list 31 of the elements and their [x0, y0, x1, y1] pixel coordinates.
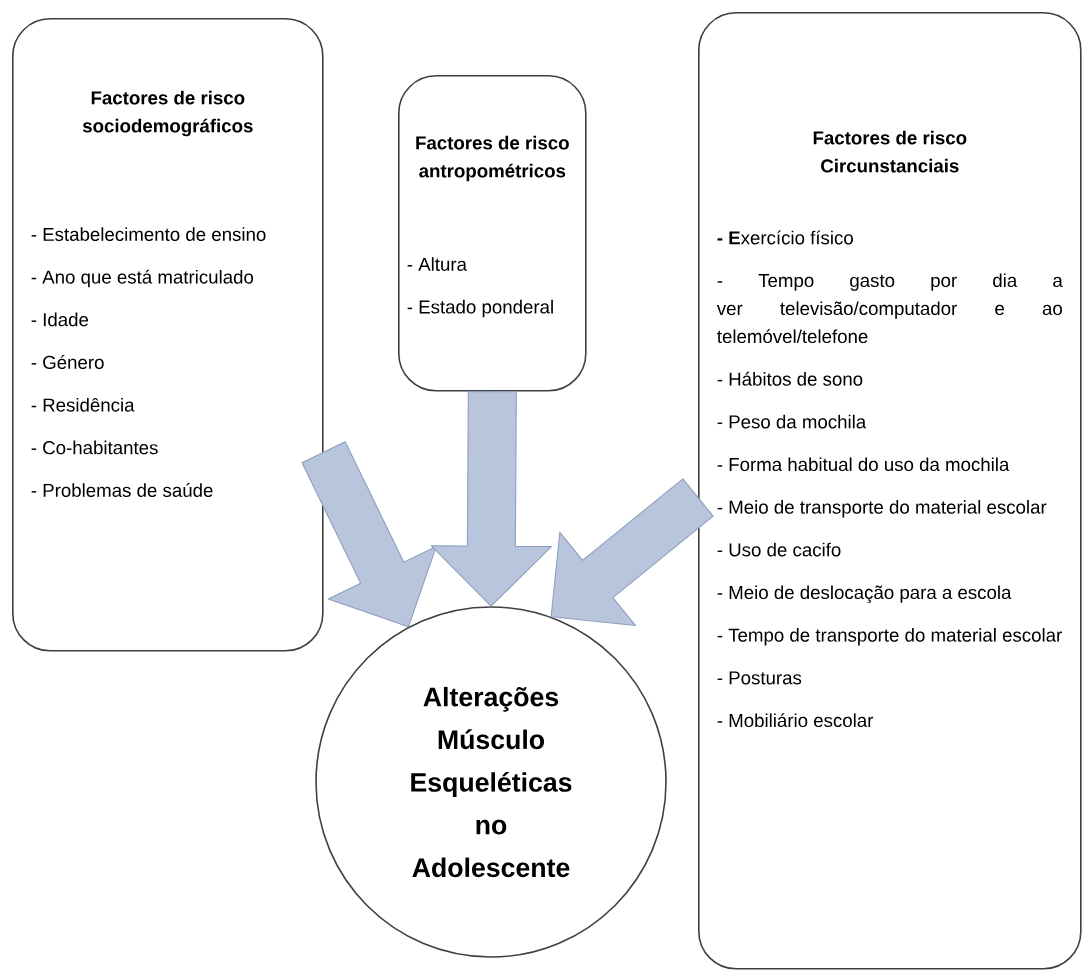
list-item: - Altura — [407, 257, 467, 271]
list-item: - Meio de transporte do material escolar — [717, 500, 1047, 518]
rounded-box — [698, 12, 1082, 970]
list-item: - Residência — [31, 397, 135, 412]
list-item: - Ano que está matriculado — [31, 269, 254, 288]
block-arrow — [550, 478, 714, 627]
list-item: - Uso de cacifo — [717, 542, 841, 557]
list-item: - Peso da mochila — [717, 414, 867, 429]
rounded-box — [398, 75, 587, 392]
list-item: - Problemas de saúde — [31, 483, 213, 497]
list-item: - Mobiliário escolar — [717, 713, 874, 728]
rounded-box — [12, 18, 324, 652]
list-item: - Co-habitantes — [31, 440, 158, 455]
list-item: - Idade — [31, 312, 89, 327]
box-heading: Factores de risco Circunstanciais — [813, 130, 967, 173]
list-item: - Tempo gasto por dia a ver televisão/computador e ao telemóvel/telefone — [716, 273, 1063, 344]
list-item: - Tempo de transporte do material escolar — [717, 628, 1062, 646]
block-arrow — [430, 390, 552, 607]
circle-label: Alterações Músculo Esqueléticas no Adolescente — [411, 686, 572, 878]
list-item: - Género — [31, 355, 104, 369]
list-item: - Posturas — [717, 671, 802, 685]
list-item: - Estado ponderal — [407, 299, 553, 318]
box-heading: Factores de risco sociodemográficos — [82, 90, 253, 137]
block-arrow — [301, 441, 437, 628]
list-item: - Hábitos de sono — [717, 371, 863, 386]
box-heading: Factores de risco antropométricos — [416, 135, 569, 182]
list-item: - Estabelecimento de ensino — [31, 227, 266, 241]
list-item: - Meio de deslocação para a escola — [717, 585, 1012, 603]
circle — [315, 606, 667, 958]
list-item: - Forma habitual do uso da mochila — [717, 457, 1010, 472]
list-item: - Exercício físico — [717, 230, 853, 245]
